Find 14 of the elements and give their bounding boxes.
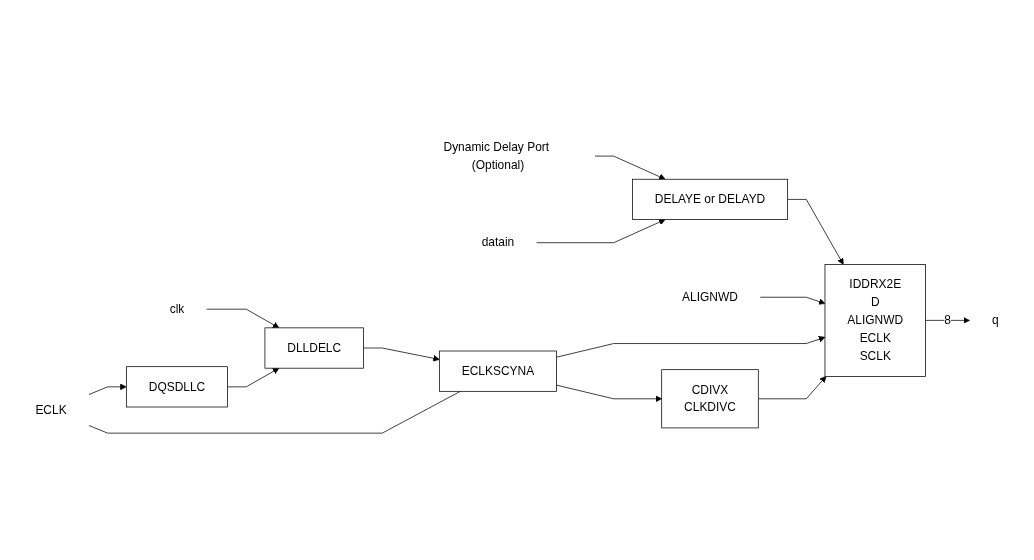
node-text: Dynamic Delay Port (Optional) [443, 140, 550, 171]
node-text: clk [169, 302, 185, 316]
node-text: datain [481, 235, 515, 249]
node-text: ALIGNWD [682, 290, 738, 304]
node-box: DLLDELC [264, 327, 364, 369]
node-text: ECLK [35, 403, 67, 416]
node-box: DQSDLLC [125, 366, 228, 408]
node-box: ECLKSCYNA [439, 350, 557, 392]
node-box: DELAYE or DELAYD [632, 178, 788, 220]
node-text: q [991, 313, 999, 327]
edge-label: 8 [944, 313, 951, 327]
connector [88, 390, 461, 434]
node-box: CDIVX CLKDIVC [661, 369, 759, 429]
node-box: IDDRX2E D ALIGNWD ECLK SCLK [824, 263, 926, 377]
